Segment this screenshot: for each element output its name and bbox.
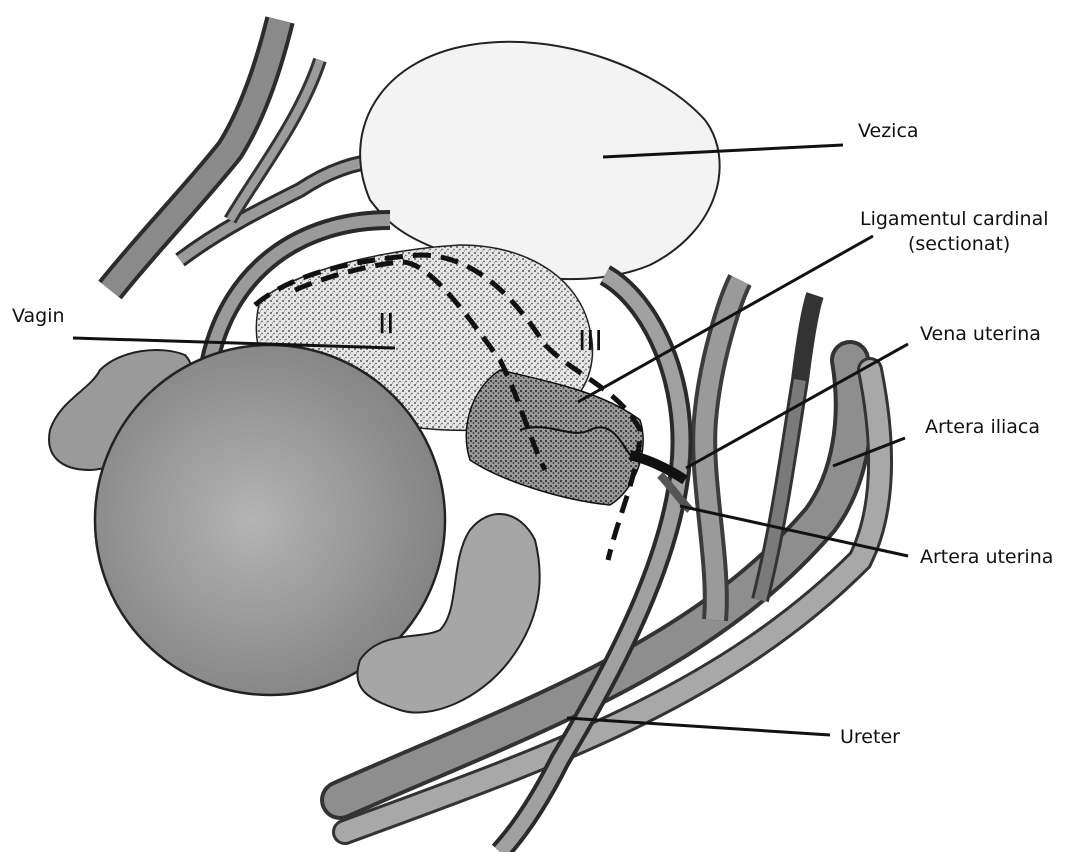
label-vezica: Vezica: [858, 120, 919, 142]
label-vena-uterina: Vena uterina: [920, 323, 1041, 345]
label-vagin: Vagin: [12, 305, 65, 327]
bladder-shape: [360, 42, 719, 279]
label-ligament-line2: (sectionat): [908, 233, 1010, 255]
label-ligament-line1: Ligamentul cardinal: [860, 208, 1049, 230]
zone-II-label: II: [378, 307, 395, 340]
label-artera-uterina: Artera uterina: [920, 546, 1053, 568]
zone-III-label: III: [578, 324, 603, 357]
label-ureter: Ureter: [840, 726, 900, 748]
label-artera-iliaca: Artera iliaca: [925, 416, 1040, 438]
left-vessels: [110, 20, 390, 290]
